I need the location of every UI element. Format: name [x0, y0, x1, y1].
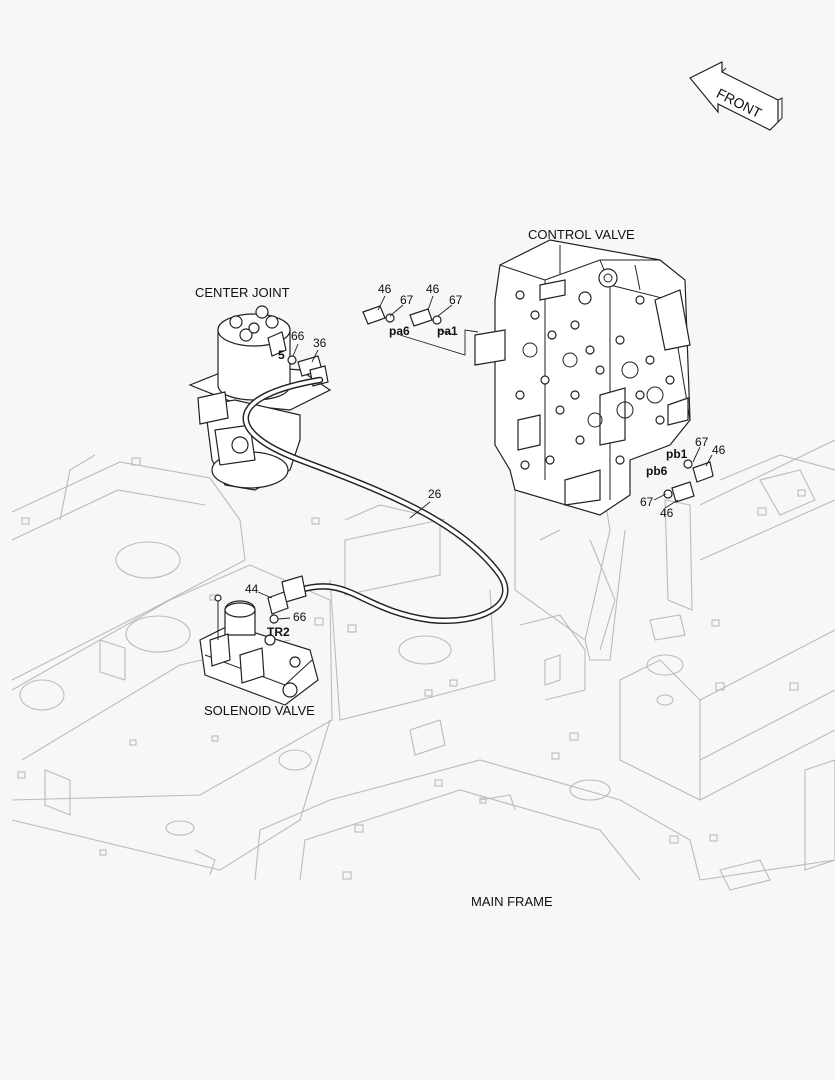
callout-46-right-lower: 46	[660, 506, 674, 520]
callout-44: 44	[245, 582, 259, 596]
front-arrow-icon	[689, 61, 783, 131]
callout-66-center-joint: 66	[291, 329, 305, 343]
port-5: 5	[278, 348, 285, 362]
callout-67-left: 67	[400, 293, 414, 307]
callout-46-left: 46	[378, 282, 392, 296]
control-valve-label: CONTROL VALVE	[528, 227, 635, 242]
port-tr2: TR2	[267, 625, 290, 639]
solenoid-valve-label: SOLENOID VALVE	[204, 703, 315, 718]
hose-26	[242, 376, 509, 624]
callout-67-right-lower: 67	[640, 495, 654, 509]
port-pa6: pa6	[389, 324, 410, 338]
main-frame-outline	[11, 439, 835, 891]
main-frame-label: MAIN FRAME	[471, 894, 553, 909]
center-joint-body	[188, 305, 332, 491]
callout-26: 26	[428, 487, 442, 501]
callout-leaders	[257, 295, 713, 620]
port-pb6: pb6	[646, 464, 668, 478]
callout-67-mid: 67	[449, 293, 463, 307]
solenoid-valve-body	[199, 594, 319, 706]
control-valve-fittings	[362, 305, 714, 503]
callout-46-right-upper: 46	[712, 443, 726, 457]
port-pb1: pb1	[666, 447, 688, 461]
center-joint-label: CENTER JOINT	[195, 285, 290, 300]
callout-66-solenoid: 66	[293, 610, 307, 624]
callout-46-mid: 46	[426, 282, 440, 296]
port-pa1: pa1	[437, 324, 458, 338]
callout-36: 36	[313, 336, 327, 350]
solenoid-valve-fitting	[267, 591, 289, 624]
control-valve-body	[474, 239, 691, 516]
center-joint-fittings	[287, 355, 329, 387]
callout-67-right-upper: 67	[695, 435, 709, 449]
